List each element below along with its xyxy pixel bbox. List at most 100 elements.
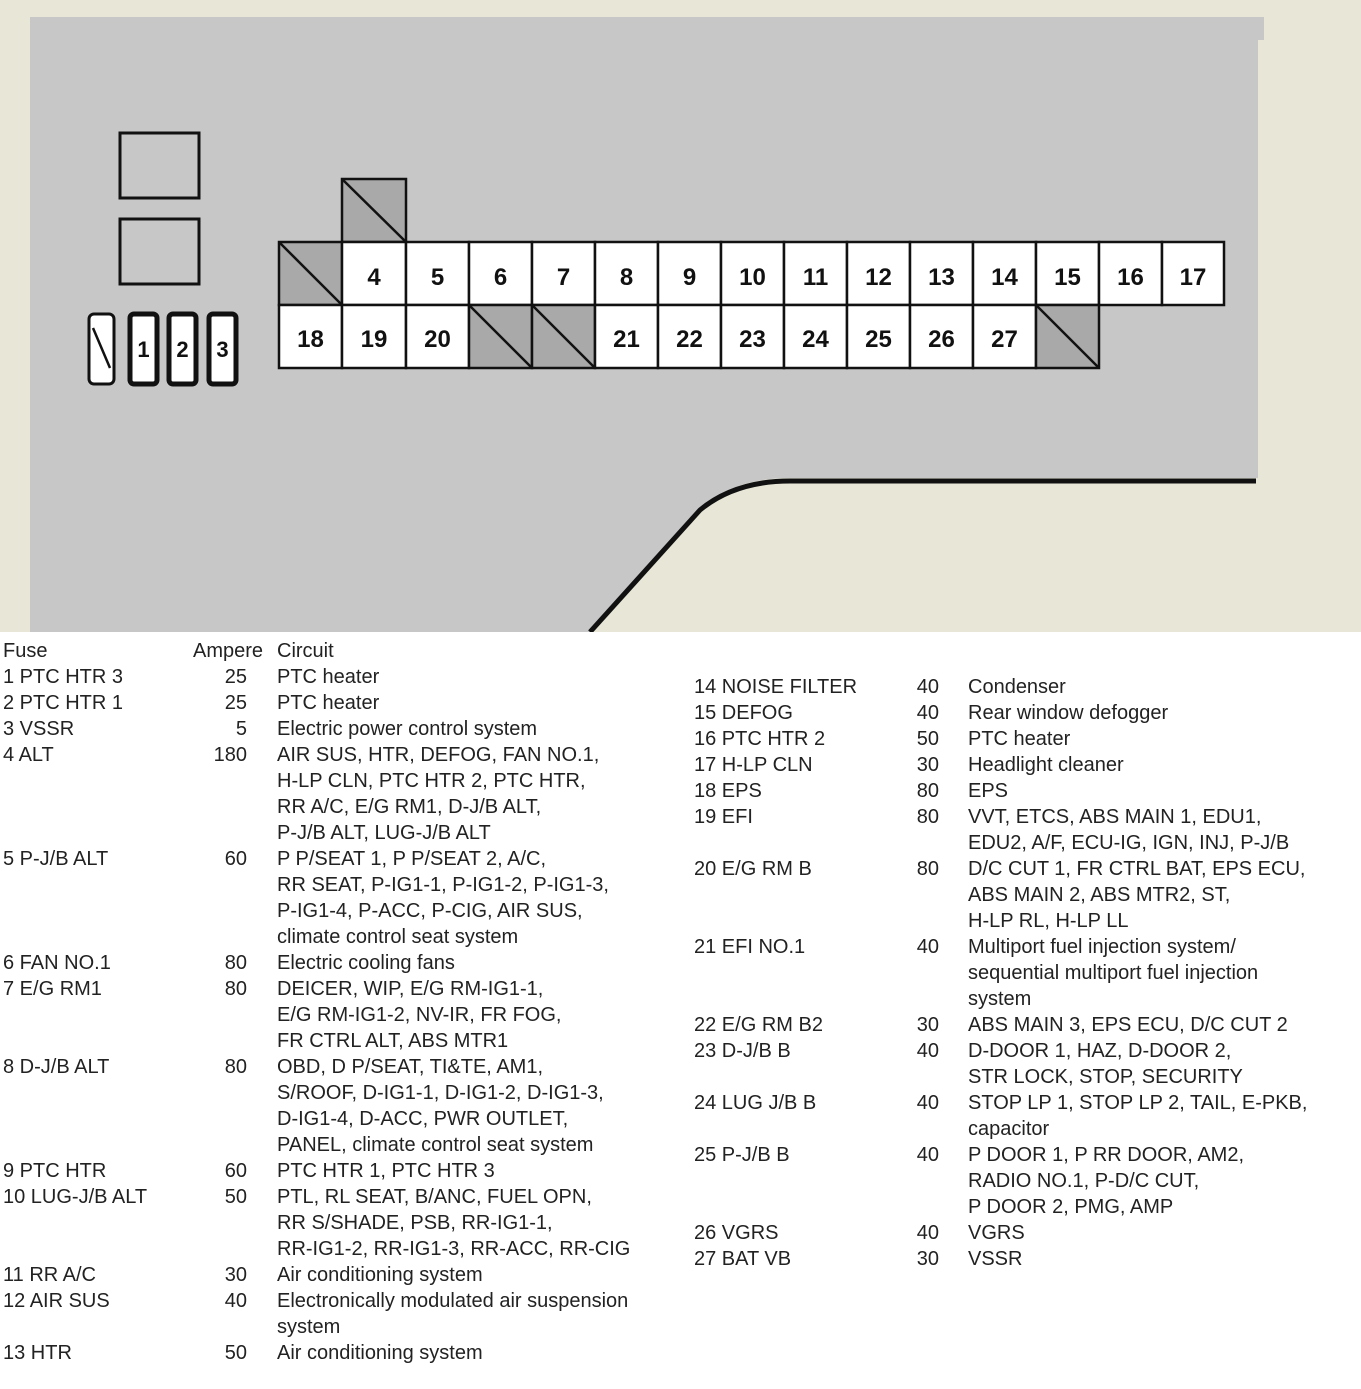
- fuse-slot-15: 15: [1034, 240, 1101, 307]
- fuse-label: 2: [176, 337, 188, 362]
- fuse-name: 19 EFI: [694, 806, 753, 828]
- fuse-name: 25 P-J/B B: [694, 1144, 790, 1166]
- fuse-circuit: Electric power control system: [277, 718, 538, 740]
- fuse-name: 15 DEFOG: [694, 702, 793, 724]
- fuse-slot-25: 25: [845, 303, 912, 370]
- fuse-label: 25: [865, 326, 892, 353]
- fuse-circuit: VGRS: [968, 1222, 1025, 1244]
- fuse-ampere: 40: [916, 676, 939, 698]
- fuse-name: 11 RR A/C: [3, 1264, 96, 1286]
- relay-block-upper: [118, 131, 201, 200]
- fuse-slot-16: 16: [1097, 240, 1164, 307]
- fuse-ampere: 40: [916, 702, 939, 724]
- fuse-name: 5 P-J/B ALT: [3, 848, 109, 870]
- fuse-label: 27: [991, 326, 1018, 353]
- fuse-circuit: AIR SUS, HTR, DEFOG, FAN NO.1, H-LP CLN,…: [277, 744, 600, 844]
- fuse-circuit: EPS: [968, 780, 1009, 802]
- fuse-slot-20: 20: [404, 303, 471, 370]
- fuse-slot-14: 14: [971, 240, 1038, 307]
- header-circuit: Circuit: [277, 640, 334, 662]
- table-row: 26 VGRS 40 VGRS: [694, 1220, 1354, 1246]
- fuse-label: 18: [297, 326, 324, 353]
- fuse-label: 1: [137, 337, 149, 362]
- fuse-circuit: D/C CUT 1, FR CTRL BAT, EPS ECU, ABS MAI…: [968, 858, 1306, 932]
- fuse-label: 11: [803, 264, 828, 291]
- header-fuse: Fuse: [3, 640, 48, 662]
- fuse-name: 27 BAT VB: [694, 1248, 792, 1270]
- fuse-label: 6: [494, 264, 507, 291]
- fuse-ampere: 80: [916, 858, 939, 880]
- fuse-label: 5: [431, 264, 444, 291]
- fuse-name: 17 H-LP CLN: [694, 754, 813, 776]
- fuse-ampere: 80: [916, 806, 939, 828]
- fuse-slot-23: 23: [719, 303, 786, 370]
- fuse-circuit: PTC heater: [277, 692, 380, 714]
- fuse-ampere: 40: [224, 1290, 247, 1312]
- fuse-label: 7: [557, 264, 570, 291]
- fuse-name: 20 E/G RM B: [694, 858, 812, 880]
- fuse-slot-21: 21: [593, 303, 660, 370]
- fuse-slot-6: 6: [467, 240, 534, 307]
- blank-slot: [277, 240, 344, 307]
- fuse-name: 21 EFI NO.1: [694, 936, 806, 958]
- fuse-ampere: 25: [224, 666, 247, 688]
- fuse-circuit: VSSR: [968, 1248, 1023, 1270]
- fuse-circuit: PTC heater: [277, 666, 380, 688]
- fuse-slot-7: 7: [530, 240, 597, 307]
- fuse-name: 10 LUG-J/B ALT: [3, 1186, 148, 1208]
- fuse-label: 3: [216, 337, 228, 362]
- fuse-circuit: OBD, D P/SEAT, TI&TE, AM1, S/ROOF, D-IG1…: [277, 1056, 604, 1156]
- fuse-name: 13 HTR: [3, 1342, 72, 1364]
- fuse-ampere: 60: [224, 1160, 247, 1182]
- fuse-name: 9 PTC HTR: [3, 1160, 107, 1182]
- fuse-circuit: VVT, ETCS, ABS MAIN 1, EDU1, EDU2, A/F, …: [968, 806, 1290, 854]
- fuse-ampere: 40: [916, 1092, 939, 1114]
- mini-fuse-3: 3: [206, 311, 239, 387]
- panel-edge-line: [588, 478, 1256, 632]
- fuse-circuit: ABS MAIN 3, EPS ECU, D/C CUT 2: [968, 1014, 1288, 1036]
- fuse-label: 9: [683, 264, 696, 291]
- relay-block-lower: [118, 217, 201, 286]
- fuse-circuit: P DOOR 1, P RR DOOR, AM2, RADIO NO.1, P-…: [968, 1144, 1244, 1218]
- fuse-ampere: 40: [916, 1222, 939, 1244]
- fuse-circuit: Rear window defogger: [968, 702, 1169, 724]
- fuse-label: 16: [1117, 264, 1144, 291]
- fuse-slot-18: 18: [277, 303, 344, 370]
- fuse-name: 23 D-J/B B: [694, 1040, 791, 1062]
- fuse-label: 12: [865, 264, 892, 291]
- fuse-name: 26 VGRS: [694, 1222, 779, 1244]
- fuse-label: 19: [361, 326, 388, 353]
- header-ampere: Ampere: [193, 640, 264, 662]
- fuse-slot-17: 17: [1160, 240, 1226, 307]
- fuse-name: 22 E/G RM B2: [694, 1014, 823, 1036]
- fuse-circuit: DEICER, WIP, E/G RM-IG1-1, E/G RM-IG1-2,…: [277, 978, 562, 1052]
- fuse-slot-13: 13: [908, 240, 975, 307]
- fuse-label: 4: [367, 264, 381, 291]
- table-row: 19 EFI 80 VVT, ETCS, ABS MAIN 1, EDU1, EDU…: [694, 804, 1354, 856]
- fuse-label: 22: [676, 326, 703, 353]
- table-header: Fuse Ampere Circuit: [3, 638, 673, 664]
- fuse-label: 8: [620, 264, 633, 291]
- fuse-circuit: Electric cooling fans: [277, 952, 455, 974]
- fuse-label: 17: [1180, 264, 1207, 291]
- fuse-name: 14 NOISE FILTER: [694, 676, 858, 698]
- blank-slot: [340, 177, 408, 244]
